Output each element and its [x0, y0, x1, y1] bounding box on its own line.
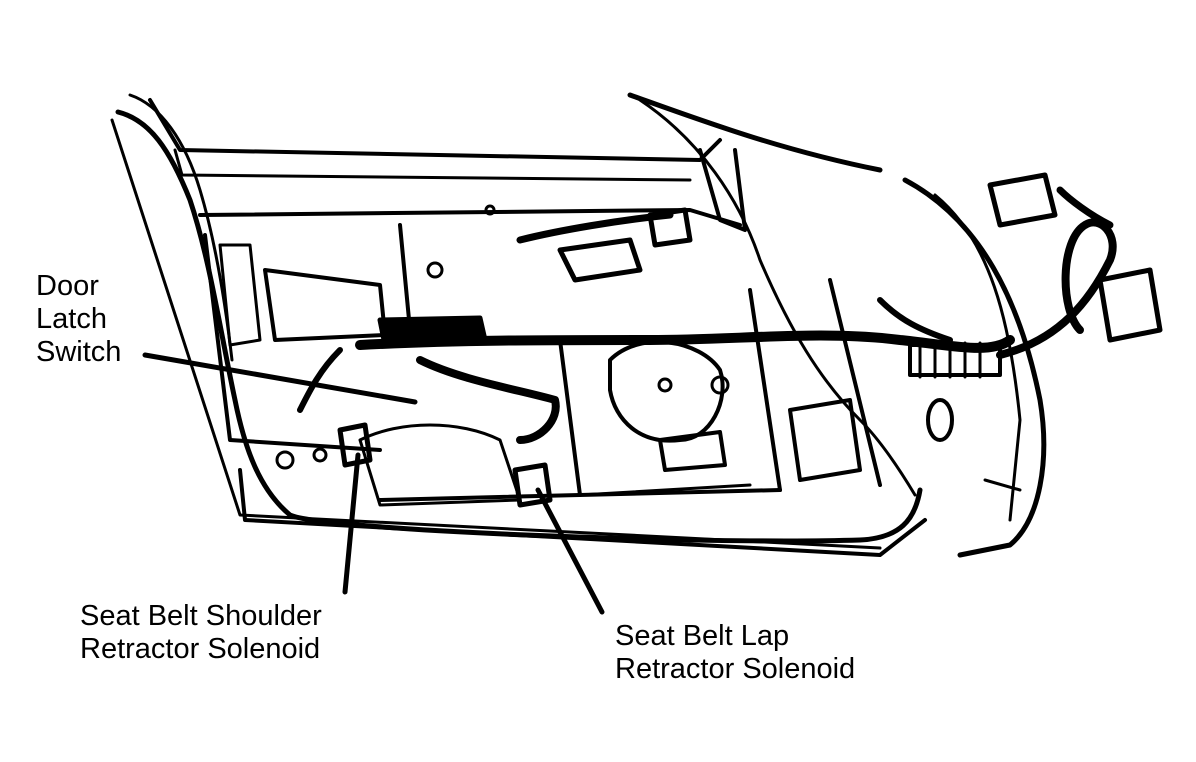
shoulder-solenoid: [337, 422, 373, 468]
lap-retractor-line-1: Seat Belt Lap: [615, 620, 790, 652]
lap-retractor-line-2: Retractor Solenoid: [615, 653, 856, 685]
leader-lines: [142, 352, 605, 615]
inner-panel: [198, 204, 882, 507]
shoulder-retractor-line-1: Seat Belt Shoulder: [80, 600, 322, 632]
door-latch-switch-line-1: Door: [36, 270, 99, 302]
lap-retractor-label: Seat Belt Lap Retractor Solenoid: [615, 620, 855, 686]
shoulder-retractor-label: Seat Belt Shoulder Retractor Solenoid: [80, 600, 322, 666]
lap-solenoid: [512, 462, 553, 508]
door-shell: [110, 92, 927, 557]
shoulder-retractor-line-2: Retractor Solenoid: [80, 633, 321, 665]
door-latch-switch-line-3: Switch: [36, 336, 122, 368]
lap-leader: [535, 487, 605, 615]
wiring-harness: [297, 172, 1163, 444]
door-edge: [902, 177, 1047, 558]
door-latch-leader: [142, 352, 418, 405]
shoulder-leader: [342, 452, 361, 595]
door-latch-switch-line-2: Latch: [36, 303, 107, 335]
door-latch-switch-label: Door Latch Switch: [36, 270, 121, 369]
